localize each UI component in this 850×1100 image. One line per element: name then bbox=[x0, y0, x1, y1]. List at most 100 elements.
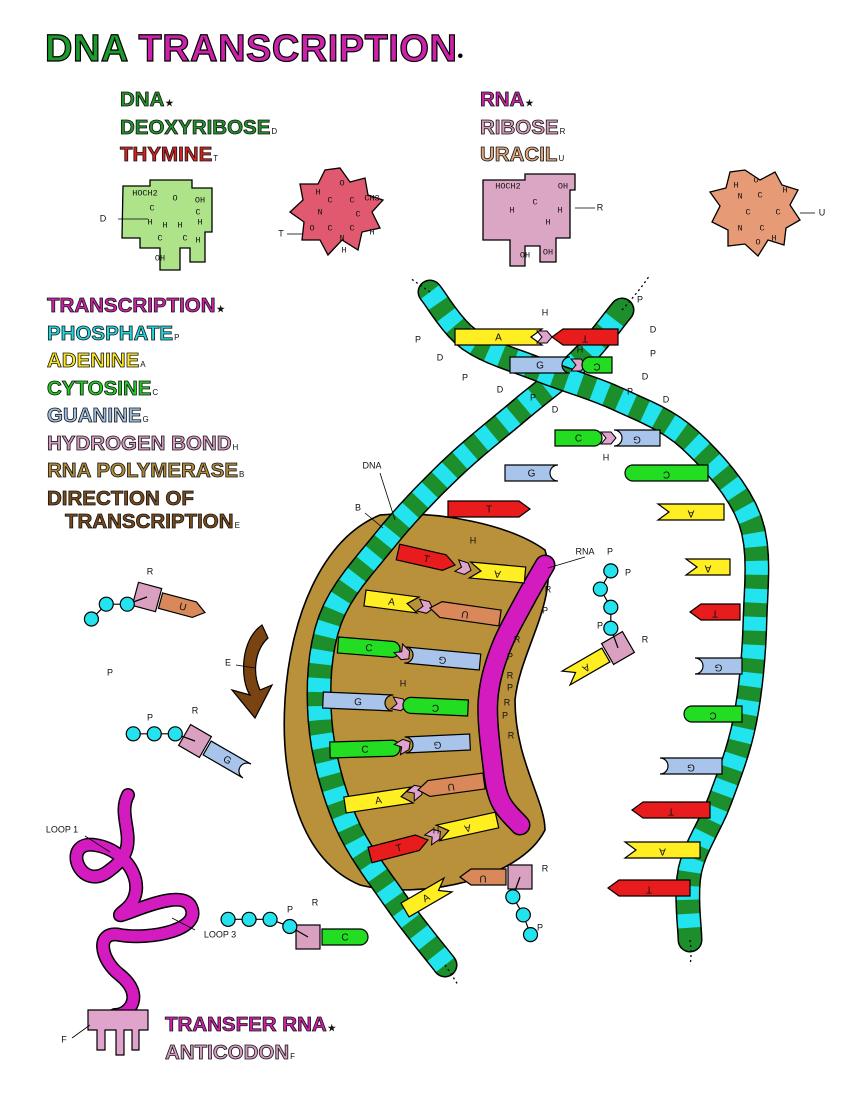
base-pair-left: G bbox=[510, 357, 570, 373]
base-letter: G bbox=[354, 697, 362, 708]
molecule-atom: O bbox=[172, 193, 177, 203]
phosphate-label: P bbox=[462, 372, 468, 382]
molecule-atom: H bbox=[369, 227, 374, 237]
base-letter: T bbox=[712, 607, 718, 618]
nucleotide-base: U bbox=[460, 869, 506, 885]
deoxyribose-label: D bbox=[650, 324, 657, 334]
phosphate-label: P bbox=[530, 392, 536, 402]
rna-backbone-label: P bbox=[507, 651, 513, 661]
molecule-atom: O bbox=[753, 175, 758, 185]
phosphate-group bbox=[120, 597, 134, 611]
molecule-atom: OH bbox=[195, 195, 205, 205]
deoxyribose-label: D bbox=[552, 404, 559, 414]
base-letter: T bbox=[486, 505, 492, 516]
base-letter: T bbox=[668, 805, 674, 816]
molecule-atom: H bbox=[733, 180, 738, 190]
phosphate-label: P bbox=[537, 922, 543, 932]
rna-base: G bbox=[405, 734, 471, 753]
phosphate-group bbox=[221, 912, 235, 926]
nucleotide-base: G bbox=[203, 741, 251, 778]
right-strand-base: T bbox=[608, 880, 690, 896]
phosphate-label: P bbox=[607, 546, 613, 556]
phosphate-group bbox=[283, 920, 297, 934]
molecule-atom: C bbox=[759, 223, 764, 233]
base-letter: U bbox=[479, 872, 486, 883]
phosphate-group bbox=[604, 600, 618, 614]
phosphate-label: P bbox=[627, 386, 633, 396]
hydrogen-label: H bbox=[400, 678, 407, 688]
hydrogen-label: H bbox=[542, 307, 549, 317]
base-letter: T bbox=[646, 883, 652, 894]
molecule-atom: C bbox=[532, 197, 537, 207]
base-letter: G bbox=[687, 761, 695, 772]
phosphate-label: P bbox=[415, 334, 421, 344]
rna-backbone-label: P bbox=[542, 605, 548, 615]
free-nucleotide-g-left: G bbox=[126, 725, 251, 778]
base-letter: G bbox=[714, 661, 722, 672]
free-nucleotide-u-bottom: U bbox=[460, 865, 538, 942]
molecule-atom: CH3 bbox=[364, 193, 379, 203]
base-letter: A bbox=[495, 333, 502, 344]
pointer-label: U bbox=[819, 207, 826, 217]
phosphate-group bbox=[126, 727, 140, 741]
deoxyribose-label: D bbox=[437, 352, 444, 362]
base-letter: C bbox=[341, 933, 348, 944]
polymerase-label: B bbox=[355, 502, 361, 512]
molecule-atom: H bbox=[195, 235, 200, 245]
right-strand-base: A bbox=[625, 842, 700, 858]
deoxyribose-label: D bbox=[642, 371, 649, 381]
molecule-atom: H bbox=[545, 217, 550, 227]
dna-label: DNA bbox=[362, 460, 381, 470]
base-letter: T bbox=[582, 332, 588, 343]
base-letter: C bbox=[365, 643, 373, 655]
hydrogen-label: H bbox=[603, 452, 610, 462]
base-letter: C bbox=[361, 745, 369, 756]
base-pair-left: C bbox=[555, 430, 602, 446]
molecule-atom: C bbox=[349, 195, 354, 205]
molecule-atom: H bbox=[509, 205, 514, 215]
base-letter: C bbox=[663, 468, 670, 479]
molecule-atom: OH bbox=[520, 250, 530, 260]
molecule-atom: H bbox=[315, 187, 320, 197]
molecule-atom: H bbox=[177, 220, 182, 230]
base-letter: U bbox=[447, 780, 456, 792]
phosphate-group bbox=[84, 612, 98, 626]
direction-of-transcription-arrow bbox=[232, 625, 272, 718]
molecule-atom: C bbox=[327, 223, 332, 233]
free-nucleotide-u-left: U bbox=[84, 582, 207, 626]
rna-backbone-label: R bbox=[508, 730, 515, 740]
phosphate-label: P bbox=[107, 667, 113, 677]
phosphate-group bbox=[506, 890, 520, 904]
molecule-atom: HOCH2 bbox=[132, 188, 158, 198]
pointer-label: D bbox=[100, 213, 107, 223]
dna-template-base: G bbox=[323, 692, 394, 711]
hydrogen-bond bbox=[601, 432, 616, 444]
nucleotide-base: A bbox=[562, 648, 610, 685]
base-letter: A bbox=[704, 562, 711, 573]
base-letter: G bbox=[633, 433, 641, 444]
phosphate-group bbox=[604, 564, 618, 578]
hydrogen-label: H bbox=[577, 344, 584, 354]
phosphate-label: P bbox=[597, 620, 603, 630]
molecule-atom: H bbox=[147, 217, 152, 227]
loose-base: T bbox=[448, 501, 530, 517]
base-letter: A bbox=[687, 507, 694, 518]
molecule-atom: C bbox=[195, 207, 200, 217]
deoxyribose-label: D bbox=[497, 384, 504, 394]
phosphate-group bbox=[168, 727, 182, 741]
molecule-atom: OH bbox=[558, 181, 568, 191]
base-pair-left: A bbox=[455, 329, 542, 345]
pointer-label: R bbox=[597, 202, 604, 212]
phosphate-label: P bbox=[625, 567, 631, 577]
deoxyribose-molecule: HOCH2OHCOHHCHHCCOHHD bbox=[100, 180, 212, 270]
direction-label: E bbox=[225, 657, 231, 667]
nucleotide-base: U bbox=[158, 593, 207, 620]
pointer-line bbox=[72, 1025, 90, 1038]
free-nucleotide-c-bottom: C bbox=[221, 912, 368, 949]
molecule-atom: N bbox=[317, 207, 322, 217]
pointer-label: T bbox=[278, 228, 284, 238]
molecule-atom: OH bbox=[543, 247, 553, 257]
molecule-atom: H bbox=[782, 185, 787, 195]
